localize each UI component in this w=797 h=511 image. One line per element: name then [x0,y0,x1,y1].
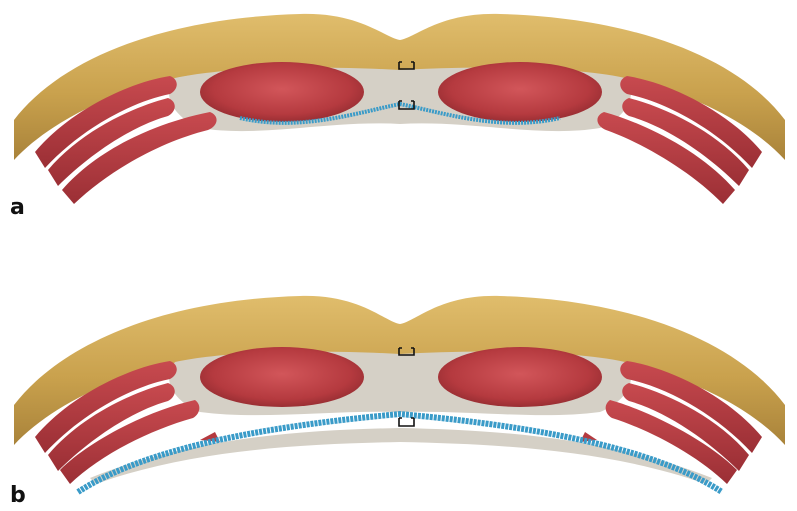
bracket-marker-lower [399,418,414,426]
panel-b [14,296,785,492]
rectus-muscle-left [200,347,364,407]
rectus-muscle-left [200,62,364,122]
posterior-fascia-band [90,428,712,484]
panel-label-b: b [10,485,26,507]
rectus-muscle-right [438,62,602,122]
rectus-muscle-right [438,347,602,407]
panel-a [14,14,785,204]
panel-label-a: a [10,197,25,219]
